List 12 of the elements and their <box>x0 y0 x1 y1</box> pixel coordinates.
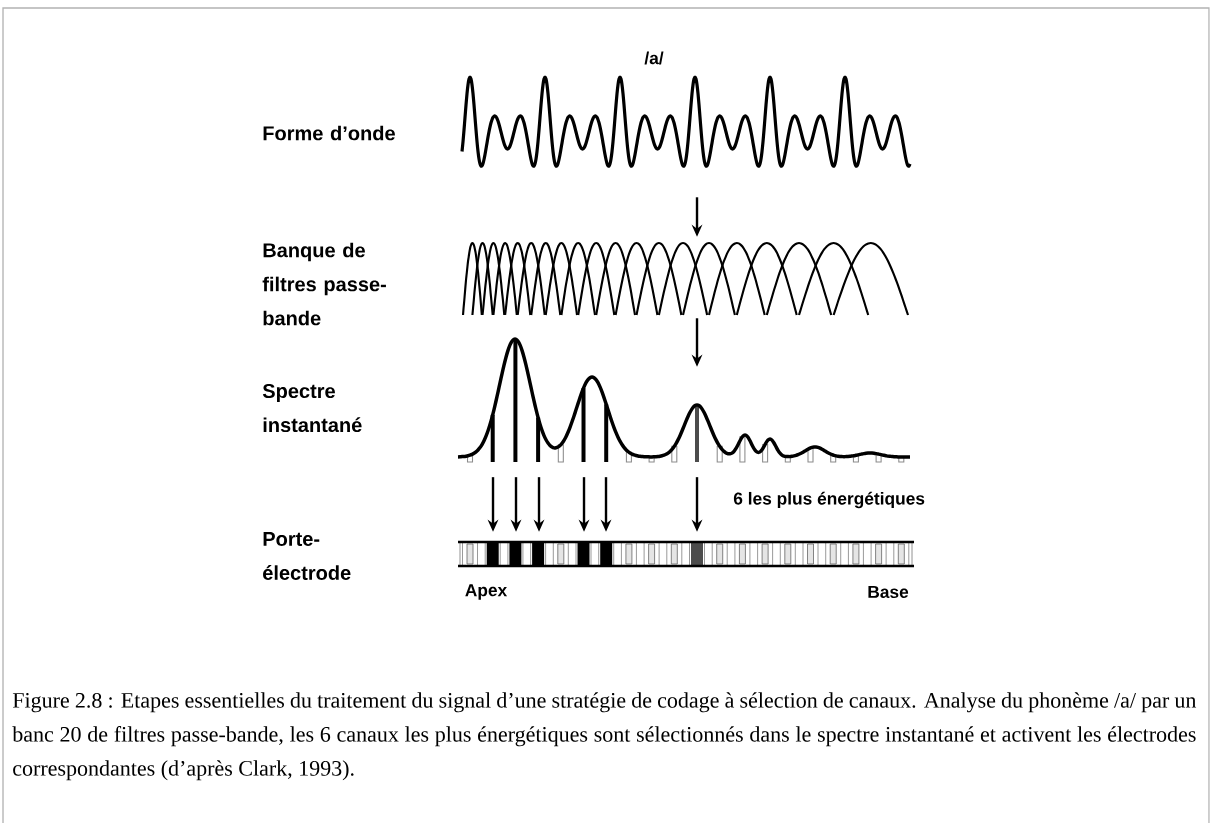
row-label: Banque de filtres passe-bande <box>262 242 386 326</box>
row-label: Porte-électrode <box>263 532 351 580</box>
row-label: Forme d’onde <box>263 125 395 141</box>
waveform-drawing <box>460 75 912 168</box>
figure-caption: Figure 2.8 : Etapes essentielles du traitement du signal d’une stratégie de codage à sélection de canaux. Analyse du phonème /a/ par un banc 20 de filtres passe-bande, les 6 canaux les plus énergétiques sont sélectionnés dans le spectre instantané et activent les électrodes correspondantes (d’après Clark, 1993). <box>12 692 1197 781</box>
electrode-array-drawing <box>458 540 914 568</box>
spectrum-drawing <box>457 337 910 463</box>
row-label: Spectre instantané <box>262 383 362 433</box>
note-label: 6 les plus énergétiques <box>733 491 925 509</box>
filter-bank-drawing <box>461 241 910 316</box>
drawing-label: Base <box>868 585 909 599</box>
drawing-label: Apex <box>465 584 508 600</box>
